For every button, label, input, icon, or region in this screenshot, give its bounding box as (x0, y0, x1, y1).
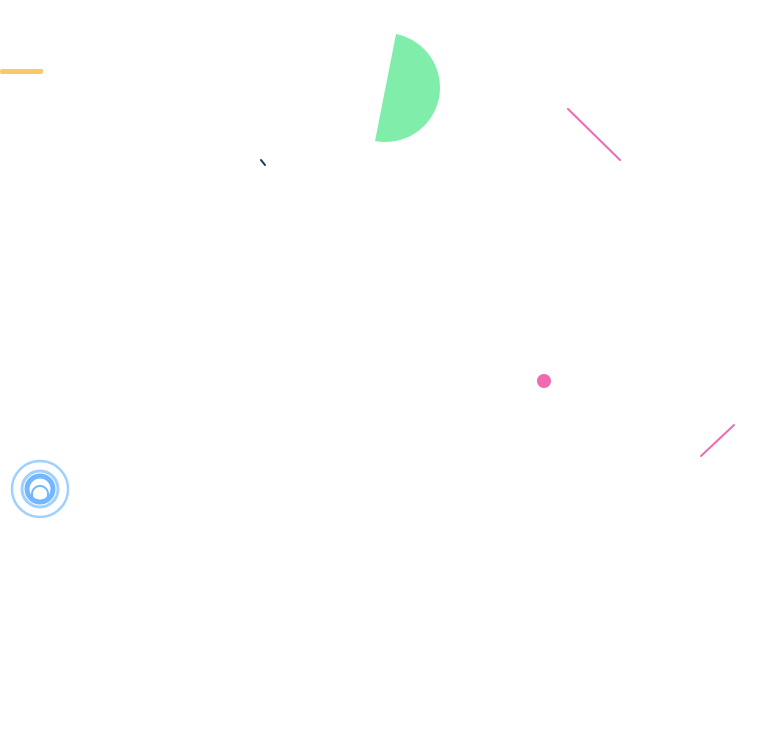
pink-diagonal-line-top (567, 108, 621, 161)
blue-concentric-rings (10, 459, 70, 519)
navy-tick (260, 159, 266, 166)
orange-bar (0, 69, 43, 74)
pink-dot (537, 374, 551, 388)
pink-diagonal-line-bottom (700, 424, 735, 457)
green-half-disc (375, 34, 440, 143)
